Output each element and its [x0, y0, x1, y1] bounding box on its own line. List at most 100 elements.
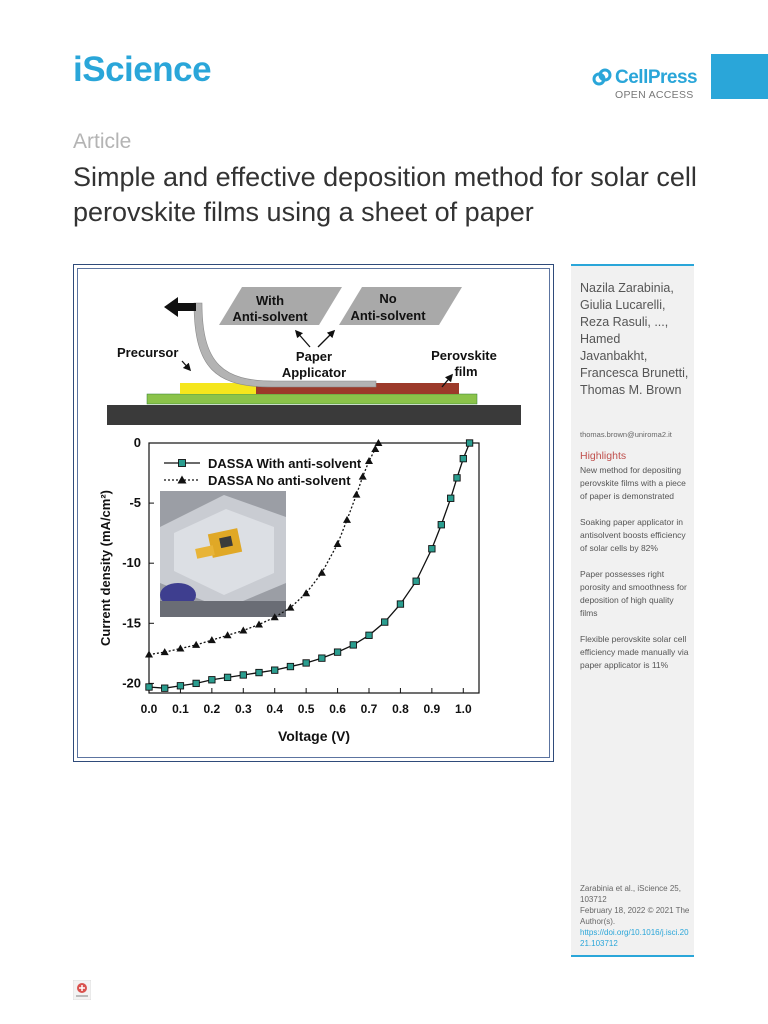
- data-point-triangle: [145, 650, 153, 658]
- data-point-triangle: [343, 515, 351, 523]
- data-point-triangle: [371, 445, 380, 453]
- legend-label-2: DASSA No anti-solvent: [208, 473, 351, 488]
- citation-block: Zarabinia et al., iScience 25, 103712 Fe…: [580, 883, 690, 949]
- x-tick-label: 0.5: [298, 702, 315, 716]
- data-point-triangle: [270, 613, 279, 621]
- device-photo-inset: [160, 491, 286, 617]
- author-list: Nazila Zarabinia, Giulia Lucarelli, Reza…: [580, 281, 689, 397]
- citation-text: Zarabinia et al., iScience 25, 103712: [580, 884, 681, 904]
- data-point-square: [302, 659, 310, 667]
- figure-inner-frame: [77, 268, 550, 758]
- data-point-square: [333, 648, 342, 656]
- no-label-line1: No: [379, 291, 396, 306]
- data-point-triangle: [207, 636, 216, 644]
- data-point-square: [176, 682, 185, 690]
- x-tick-label: 0.1: [172, 702, 189, 716]
- data-point-triangle: [255, 620, 263, 628]
- article-title: Simple and effective deposition method f…: [73, 162, 697, 227]
- with-label-line2: Anti-solvent: [232, 309, 308, 324]
- substrate-base: [107, 405, 521, 425]
- doi-link[interactable]: https://doi.org/10.1016/j.isci.2021.1037…: [580, 928, 689, 948]
- sidebar: Nazila Zarabinia, Giulia Lucarelli, Reza…: [571, 264, 694, 957]
- data-point-square: [412, 577, 420, 585]
- data-point-square: [145, 683, 153, 691]
- data-point-square: [271, 666, 279, 674]
- data-point-square: [396, 600, 405, 608]
- data-point-square: [365, 631, 373, 639]
- data-point-square: [286, 662, 295, 671]
- data-point-square: [255, 668, 263, 677]
- data-point-square: [465, 439, 474, 447]
- publisher-name: CellPress: [615, 67, 698, 88]
- arrow-to-no: [317, 329, 336, 348]
- x-tick-label: 0.8: [392, 702, 409, 716]
- data-point-square: [223, 673, 232, 682]
- plot-frame: [148, 442, 480, 694]
- data-point-triangle: [358, 472, 367, 480]
- precursor-layer: [180, 383, 256, 394]
- data-point-square: [208, 676, 216, 684]
- data-point-triangle: [365, 457, 373, 465]
- x-tick-label: 0.3: [235, 702, 252, 716]
- y-tick-label: -5: [129, 495, 141, 510]
- highlights-heading: Highlights: [580, 450, 627, 462]
- perovskite-label-line1: Perovskite: [431, 348, 497, 363]
- y-tick-label: -20: [122, 675, 141, 690]
- no-label-line2: Anti-solvent: [350, 308, 426, 323]
- figure-svg: With Anti-solvent No Anti-solvent Precur…: [98, 287, 521, 744]
- arrow-to-with: [294, 329, 311, 348]
- x-tick-label: 0.2: [204, 702, 221, 716]
- data-point-square: [459, 454, 467, 463]
- y-tick-label: -10: [122, 555, 141, 570]
- data-point-square: [428, 545, 436, 553]
- x-tick-label: 0.7: [361, 702, 378, 716]
- open-access-label: OPEN ACCESS: [615, 89, 694, 101]
- data-point-triangle: [352, 490, 361, 498]
- journal-name: iScience: [73, 50, 212, 89]
- legend-label-1: DASSA With anti-solvent: [208, 456, 362, 471]
- data-point-square: [453, 474, 461, 482]
- crossmark-icon[interactable]: [73, 980, 91, 1000]
- data-point-square: [381, 618, 389, 626]
- data-point-square: [318, 654, 326, 662]
- y-axis-label: Current density (mA/cm²): [98, 490, 113, 646]
- with-label-line1: With: [256, 293, 284, 308]
- legend-marker-square: [178, 459, 186, 467]
- data-point-triangle: [176, 644, 185, 652]
- graphical-abstract: With Anti-solvent No Anti-solvent Precur…: [73, 264, 554, 762]
- paper-applicator: [193, 302, 377, 388]
- precursor-label: Precursor: [117, 345, 178, 360]
- data-point-triangle: [317, 568, 326, 576]
- highlight-item: Flexible perovskite solar cell efficienc…: [580, 634, 689, 670]
- data-point-square: [161, 684, 169, 692]
- publisher-logo: CellPress OPEN ACCESS: [592, 67, 702, 101]
- x-axis-label: Voltage (V): [278, 728, 350, 744]
- data-point-triangle: [286, 603, 295, 611]
- data-point-square: [239, 671, 247, 679]
- corresponding-email[interactable]: thomas.brown@uniroma2.it: [580, 430, 672, 439]
- pull-direction-arrow: [164, 297, 196, 317]
- article-type: Article: [73, 130, 132, 153]
- paper-label-line2: Applicator: [282, 365, 346, 380]
- highlights-list: New method for depositing perovskite fil…: [580, 464, 690, 685]
- data-point-triangle: [333, 539, 342, 547]
- publication-date: February 18, 2022 © 2021 The Author(s).: [580, 906, 690, 926]
- data-point-triangle: [374, 439, 383, 446]
- arrow-to-precursor: [181, 360, 192, 372]
- legend-marker-triangle: [177, 475, 187, 484]
- y-tick-label: 0: [134, 435, 141, 450]
- cellpress-icon: [592, 68, 612, 86]
- x-tick-label: 0.6: [329, 702, 346, 716]
- perovskite-label-line2: film: [454, 364, 477, 379]
- no-antisolvent-panel: [339, 287, 462, 325]
- data-point-square: [349, 641, 357, 649]
- data-point-triangle: [160, 648, 169, 656]
- y-tick-label: -15: [122, 615, 141, 630]
- arrow-to-perovskite: [441, 373, 453, 388]
- substrate-green-layer: [146, 393, 478, 405]
- paper-label-line1: Paper: [296, 349, 332, 364]
- x-tick-label: 1.0: [455, 702, 472, 716]
- highlight-item: Soaking paper applicator in antisolvent …: [580, 517, 686, 553]
